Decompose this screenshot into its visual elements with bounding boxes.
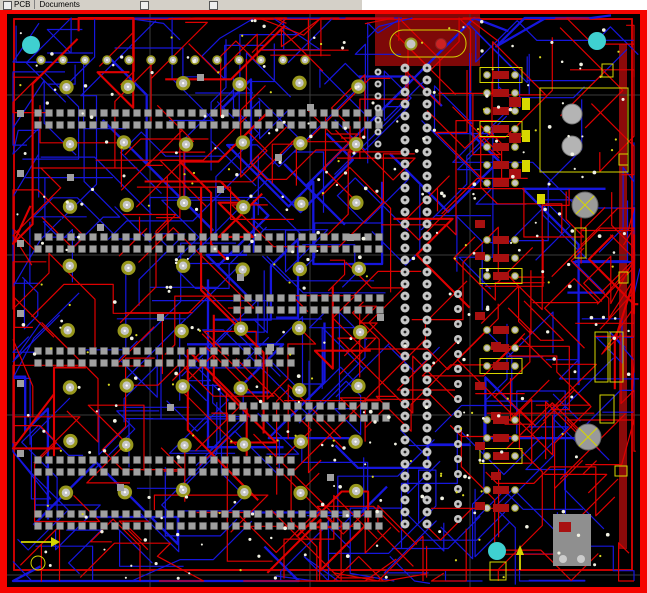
- tab-documents[interactable]: Documents: [39, 0, 79, 10]
- document-icon: [3, 1, 12, 10]
- pcb-board-canvas[interactable]: [7, 14, 640, 587]
- board-frame: [0, 10, 647, 593]
- tab-pcb-label: PCB: [14, 0, 31, 9]
- tab-pcb[interactable]: PCB: [3, 0, 30, 10]
- tab-documents-label: Documents: [39, 0, 80, 9]
- grid-icon[interactable]: [139, 1, 149, 10]
- tab-strip: PCB Documents: [0, 0, 362, 10]
- layout-icon[interactable]: [208, 1, 218, 10]
- tab-separator: [34, 0, 36, 9]
- document-tab-bar: PCB Documents: [0, 0, 647, 10]
